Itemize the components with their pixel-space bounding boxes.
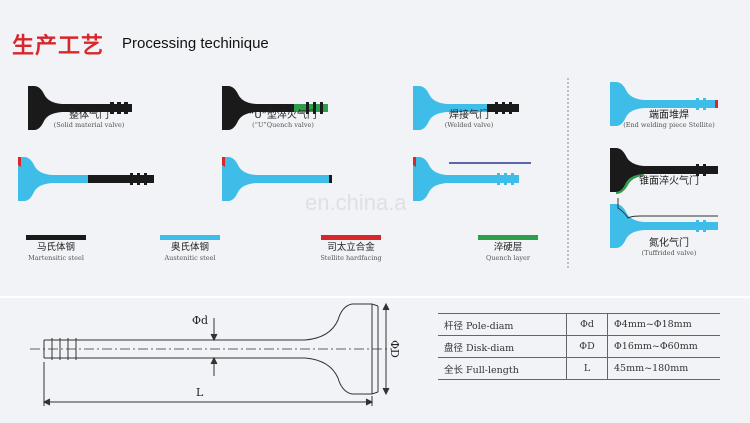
- legend-cn: 奥氏体钢: [170, 242, 209, 253]
- spec-range: 45mm~180mm: [607, 357, 720, 380]
- valve-end-welding-stellite: [610, 82, 718, 126]
- page-title-cn: 生产工艺: [12, 34, 105, 59]
- spec-table: 杆径 Pole-diam Φd Φ4mm~Φ18mm 盘径 Disk-diam …: [438, 313, 720, 380]
- caption-cn: 锥面淬火气门: [639, 176, 699, 187]
- legend-cn: 司太立合金: [327, 242, 375, 253]
- valve-tuffrided: [610, 198, 718, 248]
- valve-welded-lined: [413, 157, 531, 201]
- caption-en: (Welded valve): [444, 121, 494, 129]
- caption-welded: 焊接气门 (Welded valve): [404, 110, 534, 129]
- legend-swatch-stellite: [321, 235, 381, 240]
- caption-cn: 端面堆焊: [649, 110, 689, 121]
- caption-cn: “U”型淬火气门: [249, 110, 317, 121]
- spec-symbol: ΦD: [566, 335, 608, 358]
- legend-stellite: 司太立合金 Stellite hardfacing: [306, 242, 396, 263]
- legend-austenitic: 奥氏体钢 Austenitic steel: [145, 242, 235, 263]
- valve-cone-quench: [610, 148, 718, 194]
- spec-name: 杆径 Pole-diam: [438, 313, 567, 336]
- caption-u-quench: “U”型淬火气门 (“U”Quench valve): [218, 110, 348, 129]
- label-L: L: [196, 386, 204, 399]
- valve-austenitic-stellite-tip: [222, 157, 332, 201]
- legend-cn: 淬硬层: [493, 242, 523, 253]
- caption-en: (End welding piece Stellite): [623, 121, 715, 129]
- table-row: 盘径 Disk-diam ΦD Φ16mm~Φ60mm: [438, 335, 720, 358]
- legend-swatch-austenitic: [160, 235, 220, 240]
- valve-stellite-face-martensitic-stem: [18, 157, 154, 201]
- label-phi-D: ΦD: [388, 340, 401, 358]
- valve-technical-drawing: [30, 302, 392, 406]
- caption-en: (Solid material valve): [53, 121, 125, 129]
- legend-en: Stellite hardfacing: [320, 254, 382, 263]
- spec-symbol: L: [566, 357, 608, 380]
- caption-solid-valve: 整体气门 (Solid material valve): [24, 110, 154, 129]
- label-phi-d: Φd: [192, 314, 209, 327]
- spec-range: Φ16mm~Φ60mm: [607, 335, 720, 358]
- legend-en: Austenitic steel: [164, 254, 216, 263]
- valve-u-quench: [222, 86, 328, 130]
- caption-cn: 整体气门: [69, 110, 109, 121]
- legend-cn: 马氏体钢: [36, 242, 75, 253]
- valve-welded: [413, 86, 519, 130]
- page-title-en: Processing techinique: [122, 35, 269, 52]
- watermark: en.china.a: [305, 190, 407, 215]
- spec-name: 全长 Full-length: [438, 357, 567, 380]
- legend-en: Quench layer: [485, 254, 531, 263]
- caption-tuffrided: 氮化气门 (Tuffrided valve): [604, 238, 734, 257]
- legend-martensitic: 马氏体钢 Martensitic steel: [11, 242, 101, 263]
- valve-solid-material: [28, 86, 132, 130]
- legend-quench: 淬硬层 Quench layer: [463, 242, 553, 263]
- table-row: 全长 Full-length L 45mm~180mm: [438, 357, 720, 380]
- table-row: 杆径 Pole-diam Φd Φ4mm~Φ18mm: [438, 313, 720, 336]
- legend-swatch-martensitic: [26, 235, 86, 240]
- legend-swatch-quench: [478, 235, 538, 240]
- spec-range: Φ4mm~Φ18mm: [607, 313, 720, 336]
- caption-en: (Tuffrided valve): [641, 249, 697, 257]
- legend-en: Martensitic steel: [28, 254, 84, 263]
- spec-name: 盘径 Disk-diam: [438, 335, 567, 358]
- caption-end-welding: 端面堆焊 (End welding piece Stellite): [604, 110, 734, 129]
- caption-en: (“U”Quench valve): [252, 121, 314, 129]
- caption-cone-quench: 锥面淬火气门: [604, 176, 734, 187]
- caption-cn: 焊接气门: [449, 110, 489, 121]
- caption-cn: 氮化气门: [649, 238, 689, 249]
- spec-symbol: Φd: [566, 313, 608, 336]
